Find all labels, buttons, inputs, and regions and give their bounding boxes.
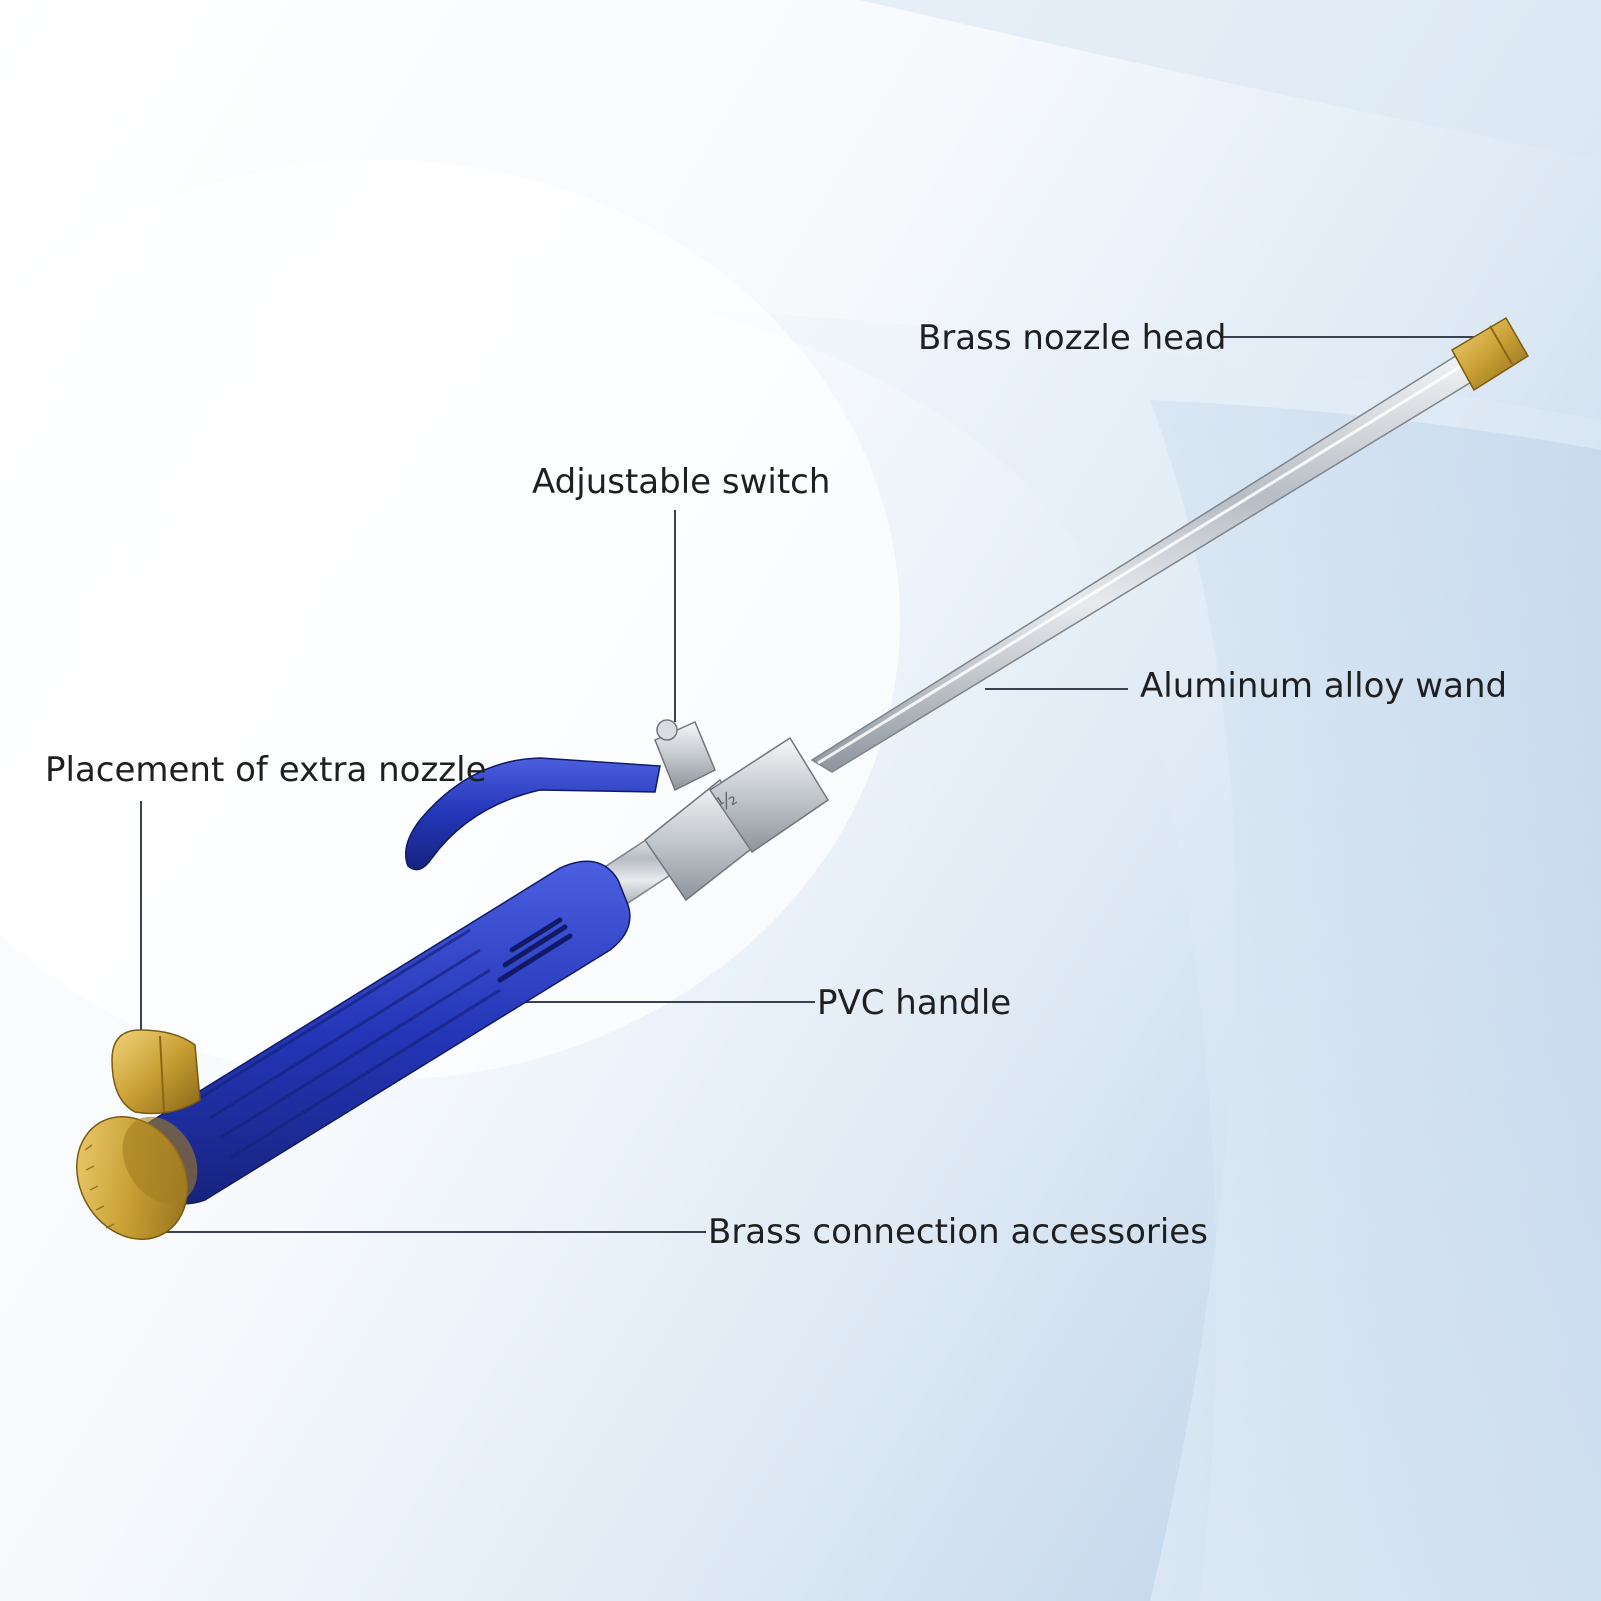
label-extra-nozzle: Placement of extra nozzle (45, 750, 487, 790)
extra-nozzle-part (111, 1029, 201, 1115)
pvc-handle-part (144, 860, 631, 1205)
background-fold-top (860, 0, 1601, 160)
leader-lines (140, 336, 1478, 1233)
label-brass-connection: Brass connection accessories (708, 1212, 1208, 1252)
label-adjustable-switch: Adjustable switch (532, 462, 831, 502)
label-brass-nozzle-head: Brass nozzle head (918, 318, 1227, 358)
background-fold-right (1150, 400, 1601, 1601)
label-pvc-handle: PVC handle (817, 983, 1012, 1023)
brass-connection-part (76, 1116, 198, 1240)
valve-lever (405, 757, 661, 871)
brass-nozzle-head-part (1450, 316, 1530, 392)
label-aluminum-alloy-wand: Aluminum alloy wand (1140, 666, 1508, 706)
valve-body: ½ (643, 719, 830, 902)
